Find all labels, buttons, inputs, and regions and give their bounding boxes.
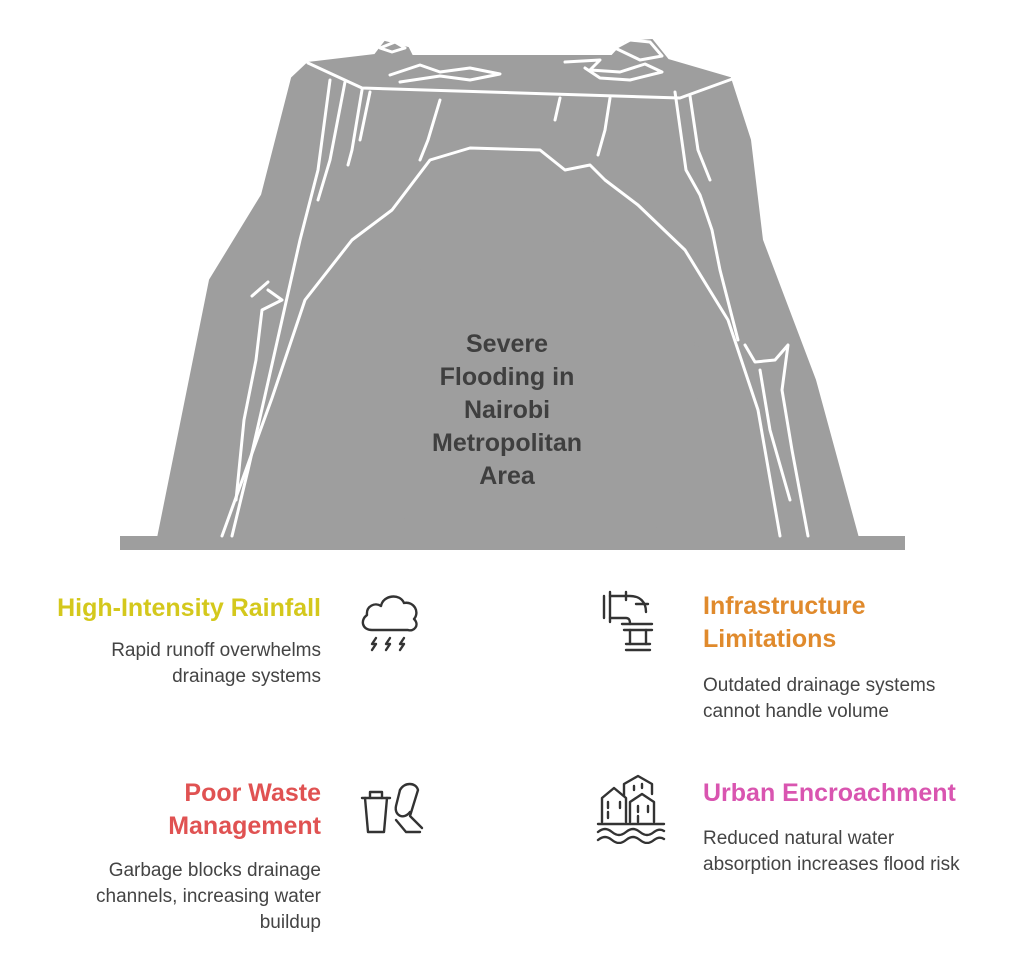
- factor-desc-urban: Reduced natural water absorption increas…: [703, 828, 960, 875]
- factor-desc-infrastructure: Outdated drainage systems cannot handle …: [703, 675, 936, 722]
- factor-title-urban: Urban Encroachment: [703, 779, 956, 807]
- ground-bar: [120, 536, 905, 550]
- factor-desc-waste: Garbage blocks drainage channels, increa…: [96, 860, 321, 933]
- flooded-buildings-icon: [596, 774, 666, 844]
- central-problem-title: Severe Flooding in Nairobi Metropolitan …: [432, 330, 582, 490]
- rock-arch: [156, 38, 860, 541]
- factor-title-infrastructure: Infrastructure Limitations: [703, 592, 866, 653]
- factor-title-waste: Poor Waste Management: [168, 779, 321, 840]
- storm-cloud-icon: [361, 595, 418, 652]
- trash-bin-icon: [360, 782, 424, 834]
- pipe-icon: [602, 590, 654, 652]
- factor-desc-rainfall: Rapid runoff overwhelms drainage systems: [111, 640, 321, 687]
- factor-title-rainfall: High-Intensity Rainfall: [57, 594, 321, 622]
